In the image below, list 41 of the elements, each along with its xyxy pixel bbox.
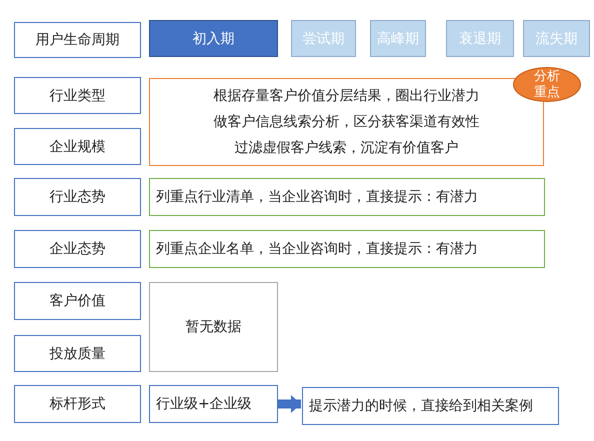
content-box [149,385,278,423]
stage-box [370,20,426,57]
row-header-box [14,385,141,423]
box-text: 初入期 [192,30,234,48]
box-text: 行业级+企业级 [156,395,252,414]
box-text: 分析重点 [533,68,561,100]
content-box [149,230,545,268]
box-text: 客户价值 [50,292,106,311]
box-text: 列重点行业清单，当企业咨询时，直接提示：有潜力 [156,188,478,207]
stage-box [523,20,590,57]
row-header-box [14,77,141,114]
stage-box [446,20,514,57]
row-header-box [14,335,141,372]
box-text: 投放质量 [50,344,106,364]
box-text: 企业规模 [50,138,106,156]
stage-box [291,20,356,57]
box-text: 做客户信息线索分析，区分获客渠道有效性 [214,113,480,132]
box-text: 衰退期 [459,30,501,48]
box-text: 提示潜力的时候，直接给到相关案例 [309,397,533,416]
box-text: 企业态势 [50,240,106,259]
stage-box [149,20,278,57]
box-text: 尝试期 [302,30,344,48]
box-text: 暂无数据 [186,318,242,337]
row-header-box [14,178,141,216]
content-box [149,178,545,216]
row-header-box [14,282,141,320]
content-box [302,387,559,425]
block-arrow [278,395,301,413]
row-header-box [14,230,141,268]
row-header-box [14,22,141,58]
box-text: 流失期 [536,30,578,48]
box-text: 过滤虚假客户线索，沉淀有价值客户 [234,139,458,158]
box-text: 列重点企业名单，当企业咨询时，直接提示：有潜力 [156,240,478,259]
box-text: 行业类型 [50,86,106,106]
box-text: 根据存量客户价值分层结果，圈出行业潜力 [214,87,480,106]
box-text: 用户生命周期 [36,31,120,50]
content-box [149,282,278,372]
row-header-box [14,128,141,165]
box-text: 标杆形式 [50,395,106,414]
box-text: 行业态势 [50,188,106,207]
box-text: 高峰期 [377,30,419,48]
